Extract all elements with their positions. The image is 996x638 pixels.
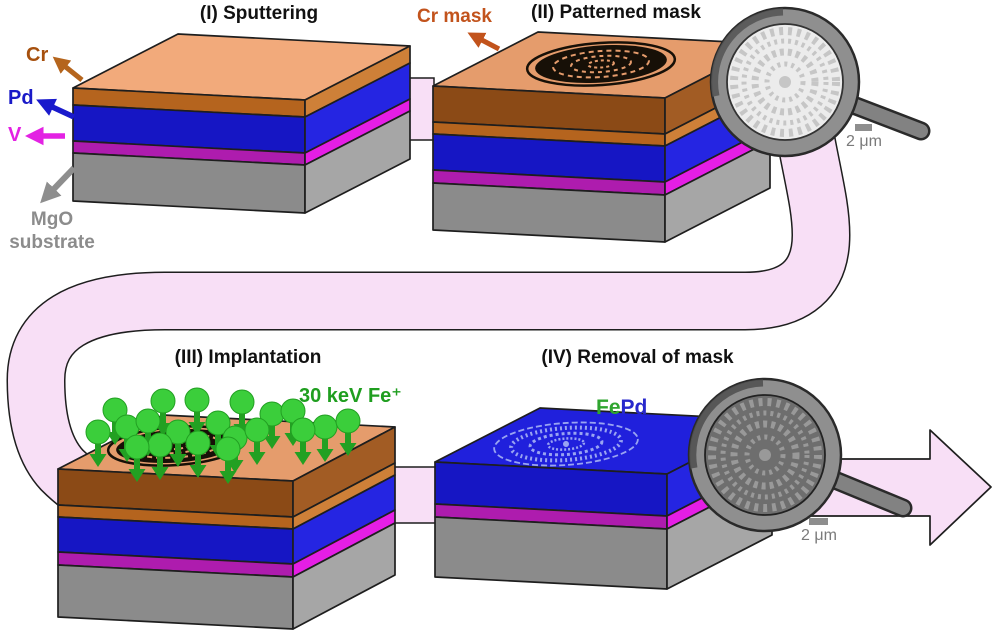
fe-ion xyxy=(85,419,111,445)
cr-layer-label: Cr xyxy=(26,44,49,66)
fe-ion xyxy=(215,436,241,462)
magnifier-sem-mask xyxy=(709,6,931,158)
cr-mask-arrow xyxy=(467,32,501,52)
mgo-label-line2: substrate xyxy=(9,232,95,253)
fe-ion-arrow xyxy=(263,422,281,449)
fe-ion xyxy=(290,417,316,443)
fe-ion xyxy=(150,388,176,414)
magnifier-fepd-image xyxy=(687,377,913,533)
magnifier1-rim-shade xyxy=(711,8,784,97)
fe-ion-arrow xyxy=(169,440,187,467)
mgo-substrate-label: MgO substrate xyxy=(2,208,102,254)
fe-ion-arrow xyxy=(339,429,357,456)
fe-ion-arrow xyxy=(128,455,146,482)
scale-bar-1 xyxy=(855,124,872,131)
block3-mgo-substrate-side xyxy=(292,522,396,630)
fe-ion-arrow xyxy=(219,457,237,484)
layer-pointer-arrows xyxy=(24,32,501,204)
step1-title: (I) Sputtering xyxy=(199,3,319,24)
fe-ion-arrow xyxy=(189,451,207,478)
magnifier1-handle-fill xyxy=(841,96,928,138)
block2-mgo-substrate-side xyxy=(664,140,771,243)
fe-ion xyxy=(205,410,231,436)
fe-ion xyxy=(229,389,255,415)
fe-ion xyxy=(165,419,191,445)
pd-arrow xyxy=(36,98,76,120)
fepd-label: FePd xyxy=(596,396,647,420)
fe-ion xyxy=(312,414,338,440)
fe-ion xyxy=(147,432,173,458)
connector-step3-step4 xyxy=(392,466,440,524)
ion-beam-label: 30 keV Fe⁺ xyxy=(299,385,402,407)
pd-layer-label: Pd xyxy=(8,87,34,109)
block3-mgo-substrate-front xyxy=(57,564,294,630)
v-layer-label: V xyxy=(8,124,22,146)
fe-ion-arrow xyxy=(248,438,266,465)
block2-mask-pattern xyxy=(525,41,677,87)
mgo-label-line1: MgO xyxy=(30,209,74,230)
scale-bar-2 xyxy=(809,518,828,525)
fe-ion xyxy=(102,397,128,423)
step4-title: (IV) Removal of mask xyxy=(541,347,734,368)
cr-mask-label: Cr mask xyxy=(417,6,492,27)
fe-ion xyxy=(184,387,210,413)
fe-ion xyxy=(124,434,150,460)
mgo-arrow xyxy=(40,165,77,204)
fe-ion xyxy=(335,408,361,434)
magnifier1-seal-pattern xyxy=(730,27,840,137)
block-2-patterned-mask xyxy=(432,31,771,243)
step2-title: (II) Patterned mask xyxy=(531,2,701,23)
magnifier2-rim-shade xyxy=(689,379,764,469)
fe-ion-arrow xyxy=(151,453,169,480)
block4-mgo-substrate-front xyxy=(434,516,668,590)
magnifier2-handle-fill xyxy=(823,471,910,515)
step3-title: (III) Implantation xyxy=(174,347,322,368)
scale-label-2: 2 μm xyxy=(801,527,837,544)
fe-ion xyxy=(244,417,270,443)
cr-arrow xyxy=(52,56,84,82)
magnifier2-seal-pattern xyxy=(708,398,822,512)
fe-ion-beam xyxy=(85,387,361,484)
fe-ion-arrow xyxy=(294,438,312,465)
fepd-label-fe: Fe xyxy=(596,396,621,419)
block-1-sputtered-stack xyxy=(72,33,411,214)
output-arrow xyxy=(794,429,992,546)
fe-ion xyxy=(185,430,211,456)
scale-label-1: 2 μm xyxy=(846,133,882,150)
fepd-label-pd: Pd xyxy=(620,396,648,419)
fe-ion-arrow xyxy=(316,435,334,462)
fe-ion-arrow xyxy=(106,418,124,445)
fe-ion-arrow xyxy=(188,408,206,435)
fe-ion-arrow xyxy=(89,440,107,467)
block1-mgo-substrate-side xyxy=(304,110,411,214)
fe-ion xyxy=(135,408,161,434)
